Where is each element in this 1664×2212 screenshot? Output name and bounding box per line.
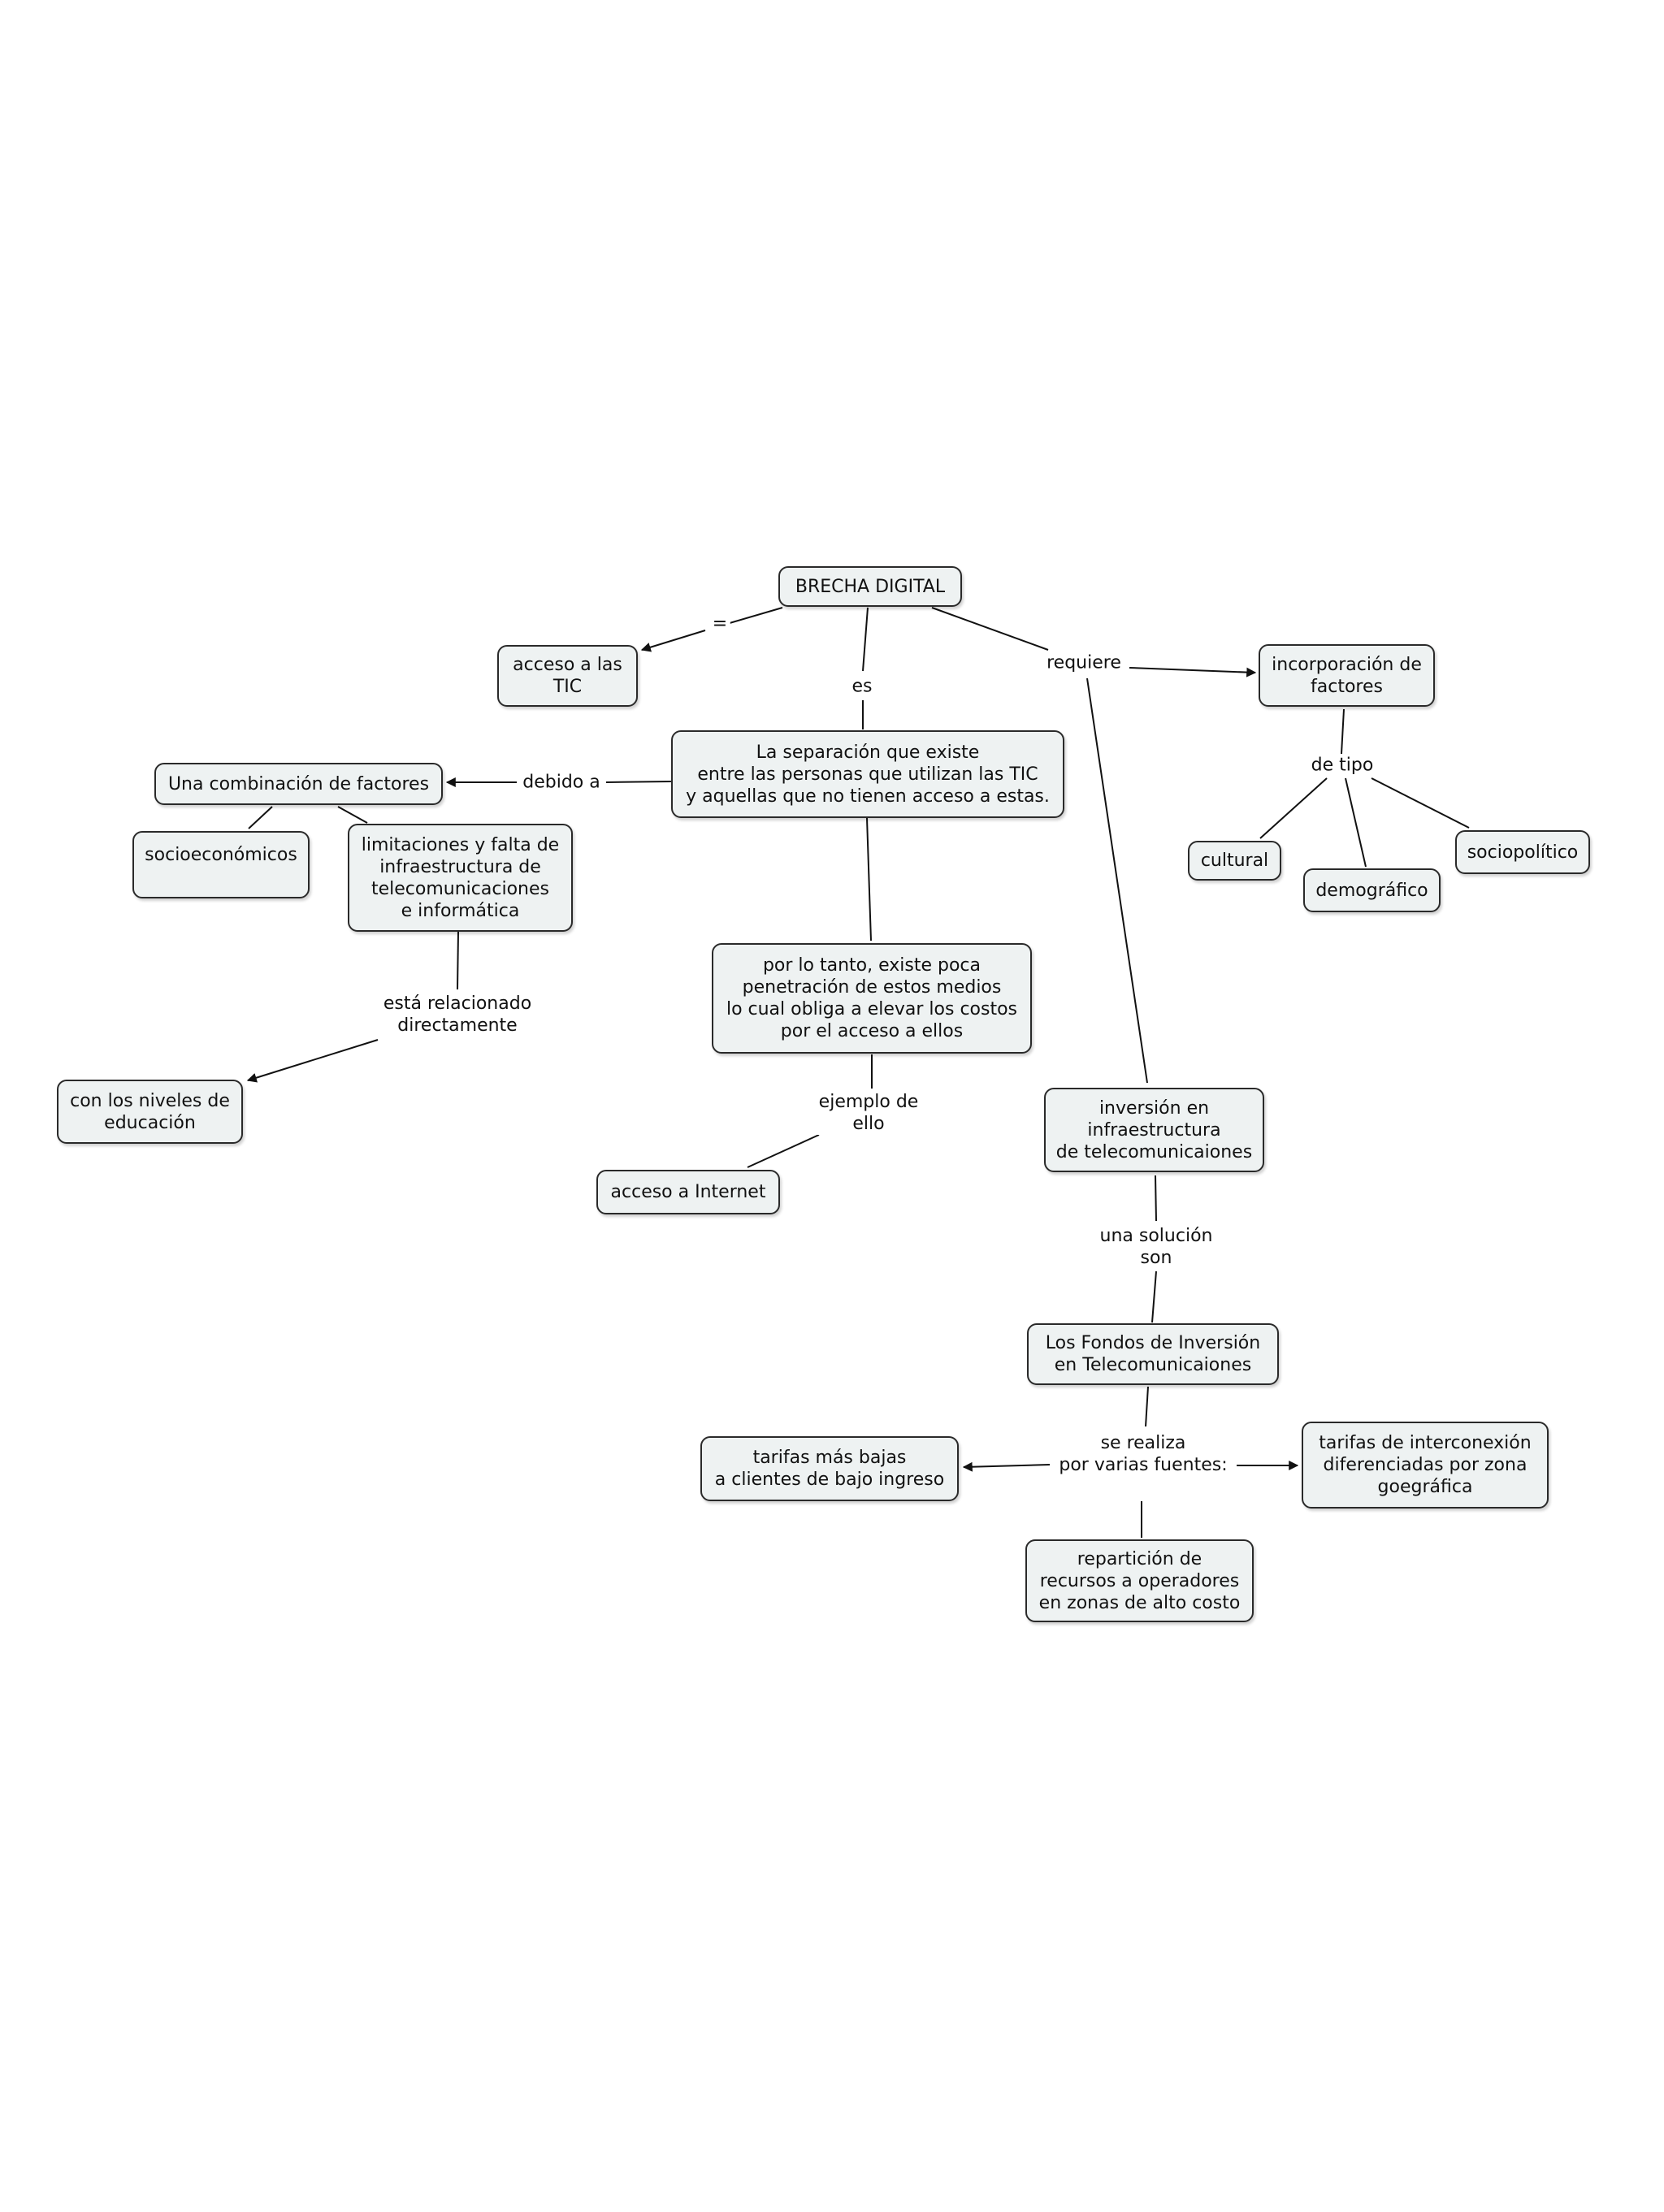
node-por-lo-tanto[interactable]: por lo tanto, existe poca penetración de… xyxy=(712,943,1032,1054)
edge-fondos-serealiza xyxy=(1145,1386,1149,1427)
edge-brecha-requiere xyxy=(931,607,1049,651)
node-cultural[interactable]: cultural xyxy=(1188,841,1281,881)
edge-solucion-fondos xyxy=(1151,1270,1157,1323)
edge-detipo-sociopolitico xyxy=(1371,777,1470,829)
edge-relacionado-niveles xyxy=(246,1039,379,1083)
edge-detipo-demografico xyxy=(1345,777,1367,868)
node-separacion[interactable]: La separación que existe entre las perso… xyxy=(671,730,1064,818)
edge-combinacion-socioeconomicos xyxy=(248,806,273,829)
link-label-relacionado: está relacionado directamente xyxy=(379,993,535,1037)
node-incorporacion-factores[interactable]: incorporación de factores xyxy=(1259,644,1435,707)
edge-igual-acceso-tic xyxy=(640,630,706,652)
edge-combinacion-limitaciones xyxy=(337,806,368,824)
node-acceso-tic[interactable]: acceso a las TIC xyxy=(497,645,638,707)
link-label-es: es xyxy=(848,675,876,698)
edge-brecha-es xyxy=(862,607,869,672)
node-tarifas-interconexion[interactable]: tarifas de interconexión diferenciadas p… xyxy=(1302,1422,1549,1509)
link-label-debido-a: debido a xyxy=(519,771,604,794)
node-reparticion[interactable]: repartición de recursos a operadores en … xyxy=(1025,1539,1254,1622)
node-fondos-inversion[interactable]: Los Fondos de Inversión en Telecomunicai… xyxy=(1027,1323,1279,1385)
link-label-solucion: una solución son xyxy=(1096,1225,1216,1269)
node-brecha-digital[interactable]: BRECHA DIGITAL xyxy=(778,566,962,607)
node-sociopolitico[interactable]: sociopolítico xyxy=(1455,830,1590,874)
link-label-requiere: requiere xyxy=(1043,651,1124,674)
node-demografico[interactable]: demográfico xyxy=(1303,868,1441,912)
edge-ejemplo-internet xyxy=(747,1134,820,1168)
node-niveles-educacion[interactable]: con los niveles de educación xyxy=(57,1080,243,1144)
edge-incorporacion-detipo xyxy=(1341,708,1345,755)
node-socioeconomicos[interactable]: socioeconómicos xyxy=(132,831,310,898)
node-acceso-internet[interactable]: acceso a Internet xyxy=(596,1170,780,1214)
link-label-igual: = xyxy=(708,613,731,635)
link-label-se-realiza: se realiza por varias fuentes: xyxy=(1055,1432,1231,1476)
node-combinacion-factores[interactable]: Una combinación de factores xyxy=(154,763,443,805)
edge-requiere-incorporacion xyxy=(1129,667,1257,677)
link-label-ejemplo: ejemplo de ello xyxy=(815,1091,922,1135)
edge-detipo-cultural xyxy=(1259,777,1328,839)
node-inversion[interactable]: inversión en infraestructura de telecomu… xyxy=(1044,1088,1264,1172)
edge-limitaciones-relacionado xyxy=(457,931,459,990)
edge-brecha-igual xyxy=(729,607,783,624)
edge-separacion-debido xyxy=(605,781,672,783)
edge-inversion-solucion xyxy=(1155,1175,1157,1222)
edge-serealiza-tarifas-bajas xyxy=(962,1461,1051,1472)
node-tarifas-bajas[interactable]: tarifas más bajas a clientes de bajo ing… xyxy=(700,1436,959,1501)
edge-requiere-inversion xyxy=(1086,677,1148,1084)
edge-separacion-porlotanto xyxy=(866,817,872,942)
link-label-de-tipo: de tipo xyxy=(1307,754,1377,777)
node-limitaciones[interactable]: limitaciones y falta de infraestructura … xyxy=(348,824,573,932)
